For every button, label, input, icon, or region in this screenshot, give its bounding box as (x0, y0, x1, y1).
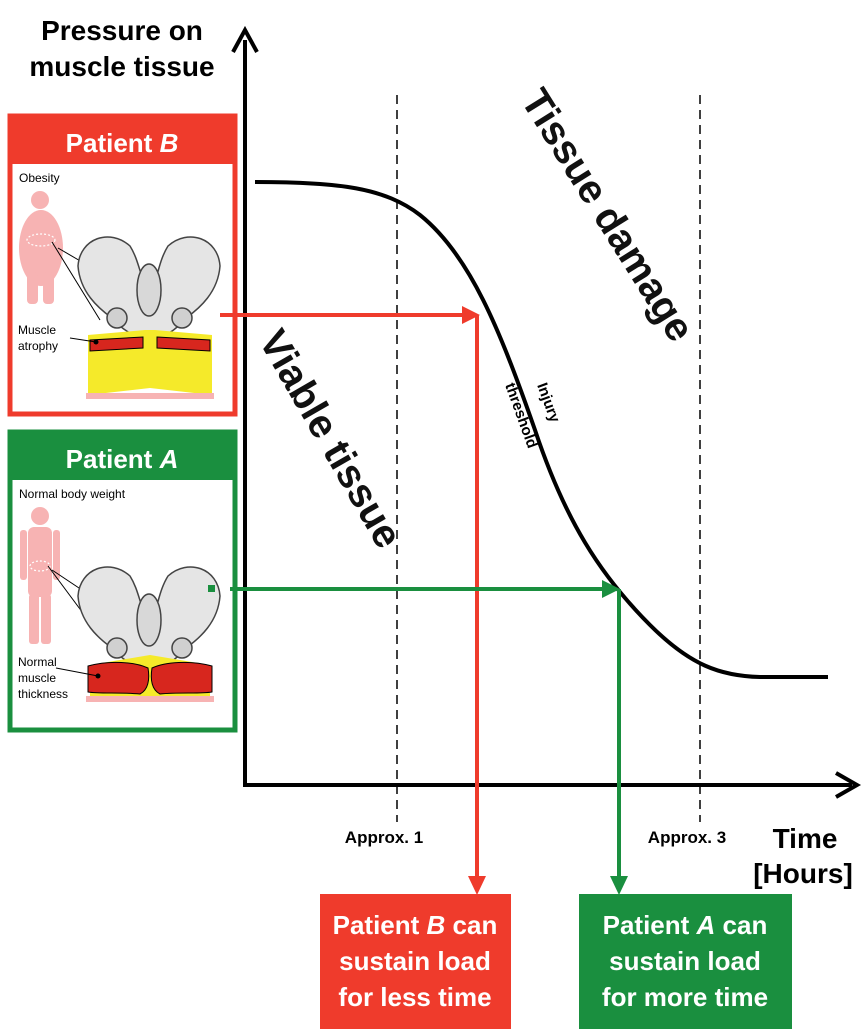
normal-muscle-label-line2: muscle (18, 671, 56, 685)
patient-a-result-line3: for more time (602, 982, 768, 1012)
muscle-atrophy-label-line1: Muscle (18, 323, 56, 337)
atrophied-muscle-b (90, 337, 143, 351)
patient-b-result-line2: sustain load (339, 946, 491, 976)
patient-a-result-line1: Patient A can (603, 910, 768, 940)
viable-tissue-label: Viable tissue (250, 323, 410, 556)
x-axis-label-line1: Time (773, 823, 838, 854)
patient-a-result-line2: sustain load (609, 946, 761, 976)
tick-3-label: Approx. 3 (648, 828, 726, 847)
patient-b-result-line3: for less time (338, 982, 491, 1012)
patient-b-panel: Patient B Obesity Muscle atrophy (10, 116, 235, 414)
patient-b-condition: Obesity (19, 171, 60, 185)
skin-layer-b (86, 393, 214, 399)
patient-b-result-box: Patient B can sustain load for less time (320, 894, 511, 1029)
normal-muscle-label-line3: thickness (18, 687, 68, 701)
y-axis-label-line2: muscle tissue (29, 51, 214, 82)
patient-a-title: Patient A (66, 444, 179, 474)
muscle-atrophy-label-line2: atrophy (18, 339, 58, 353)
patient-a-condition: Normal body weight (19, 487, 126, 501)
tick-1-label: Approx. 1 (345, 828, 423, 847)
x-axis-label-line2: [Hours] (753, 858, 853, 889)
patient-b-title: Patient B (66, 128, 179, 158)
patient-a-panel: Patient A Normal body weight Normal mus (10, 432, 235, 730)
injury-threshold-label-line1: Injury (533, 381, 563, 426)
tissue-damage-label: Tissue damage (512, 81, 702, 349)
skin-layer-a (86, 696, 214, 702)
normal-muscle-label-line1: Normal (18, 655, 57, 669)
y-axis-label-line1: Pressure on (41, 15, 203, 46)
injury-threshold-label-line2: threshold (501, 381, 540, 451)
patient-b-vertical-arrowhead-icon (468, 876, 486, 895)
patient-b-result-line1: Patient B can (333, 910, 498, 940)
patient-a-vertical-arrowhead-icon (610, 876, 628, 895)
patient-a-result-box: Patient A can sustain load for more time (579, 894, 792, 1029)
